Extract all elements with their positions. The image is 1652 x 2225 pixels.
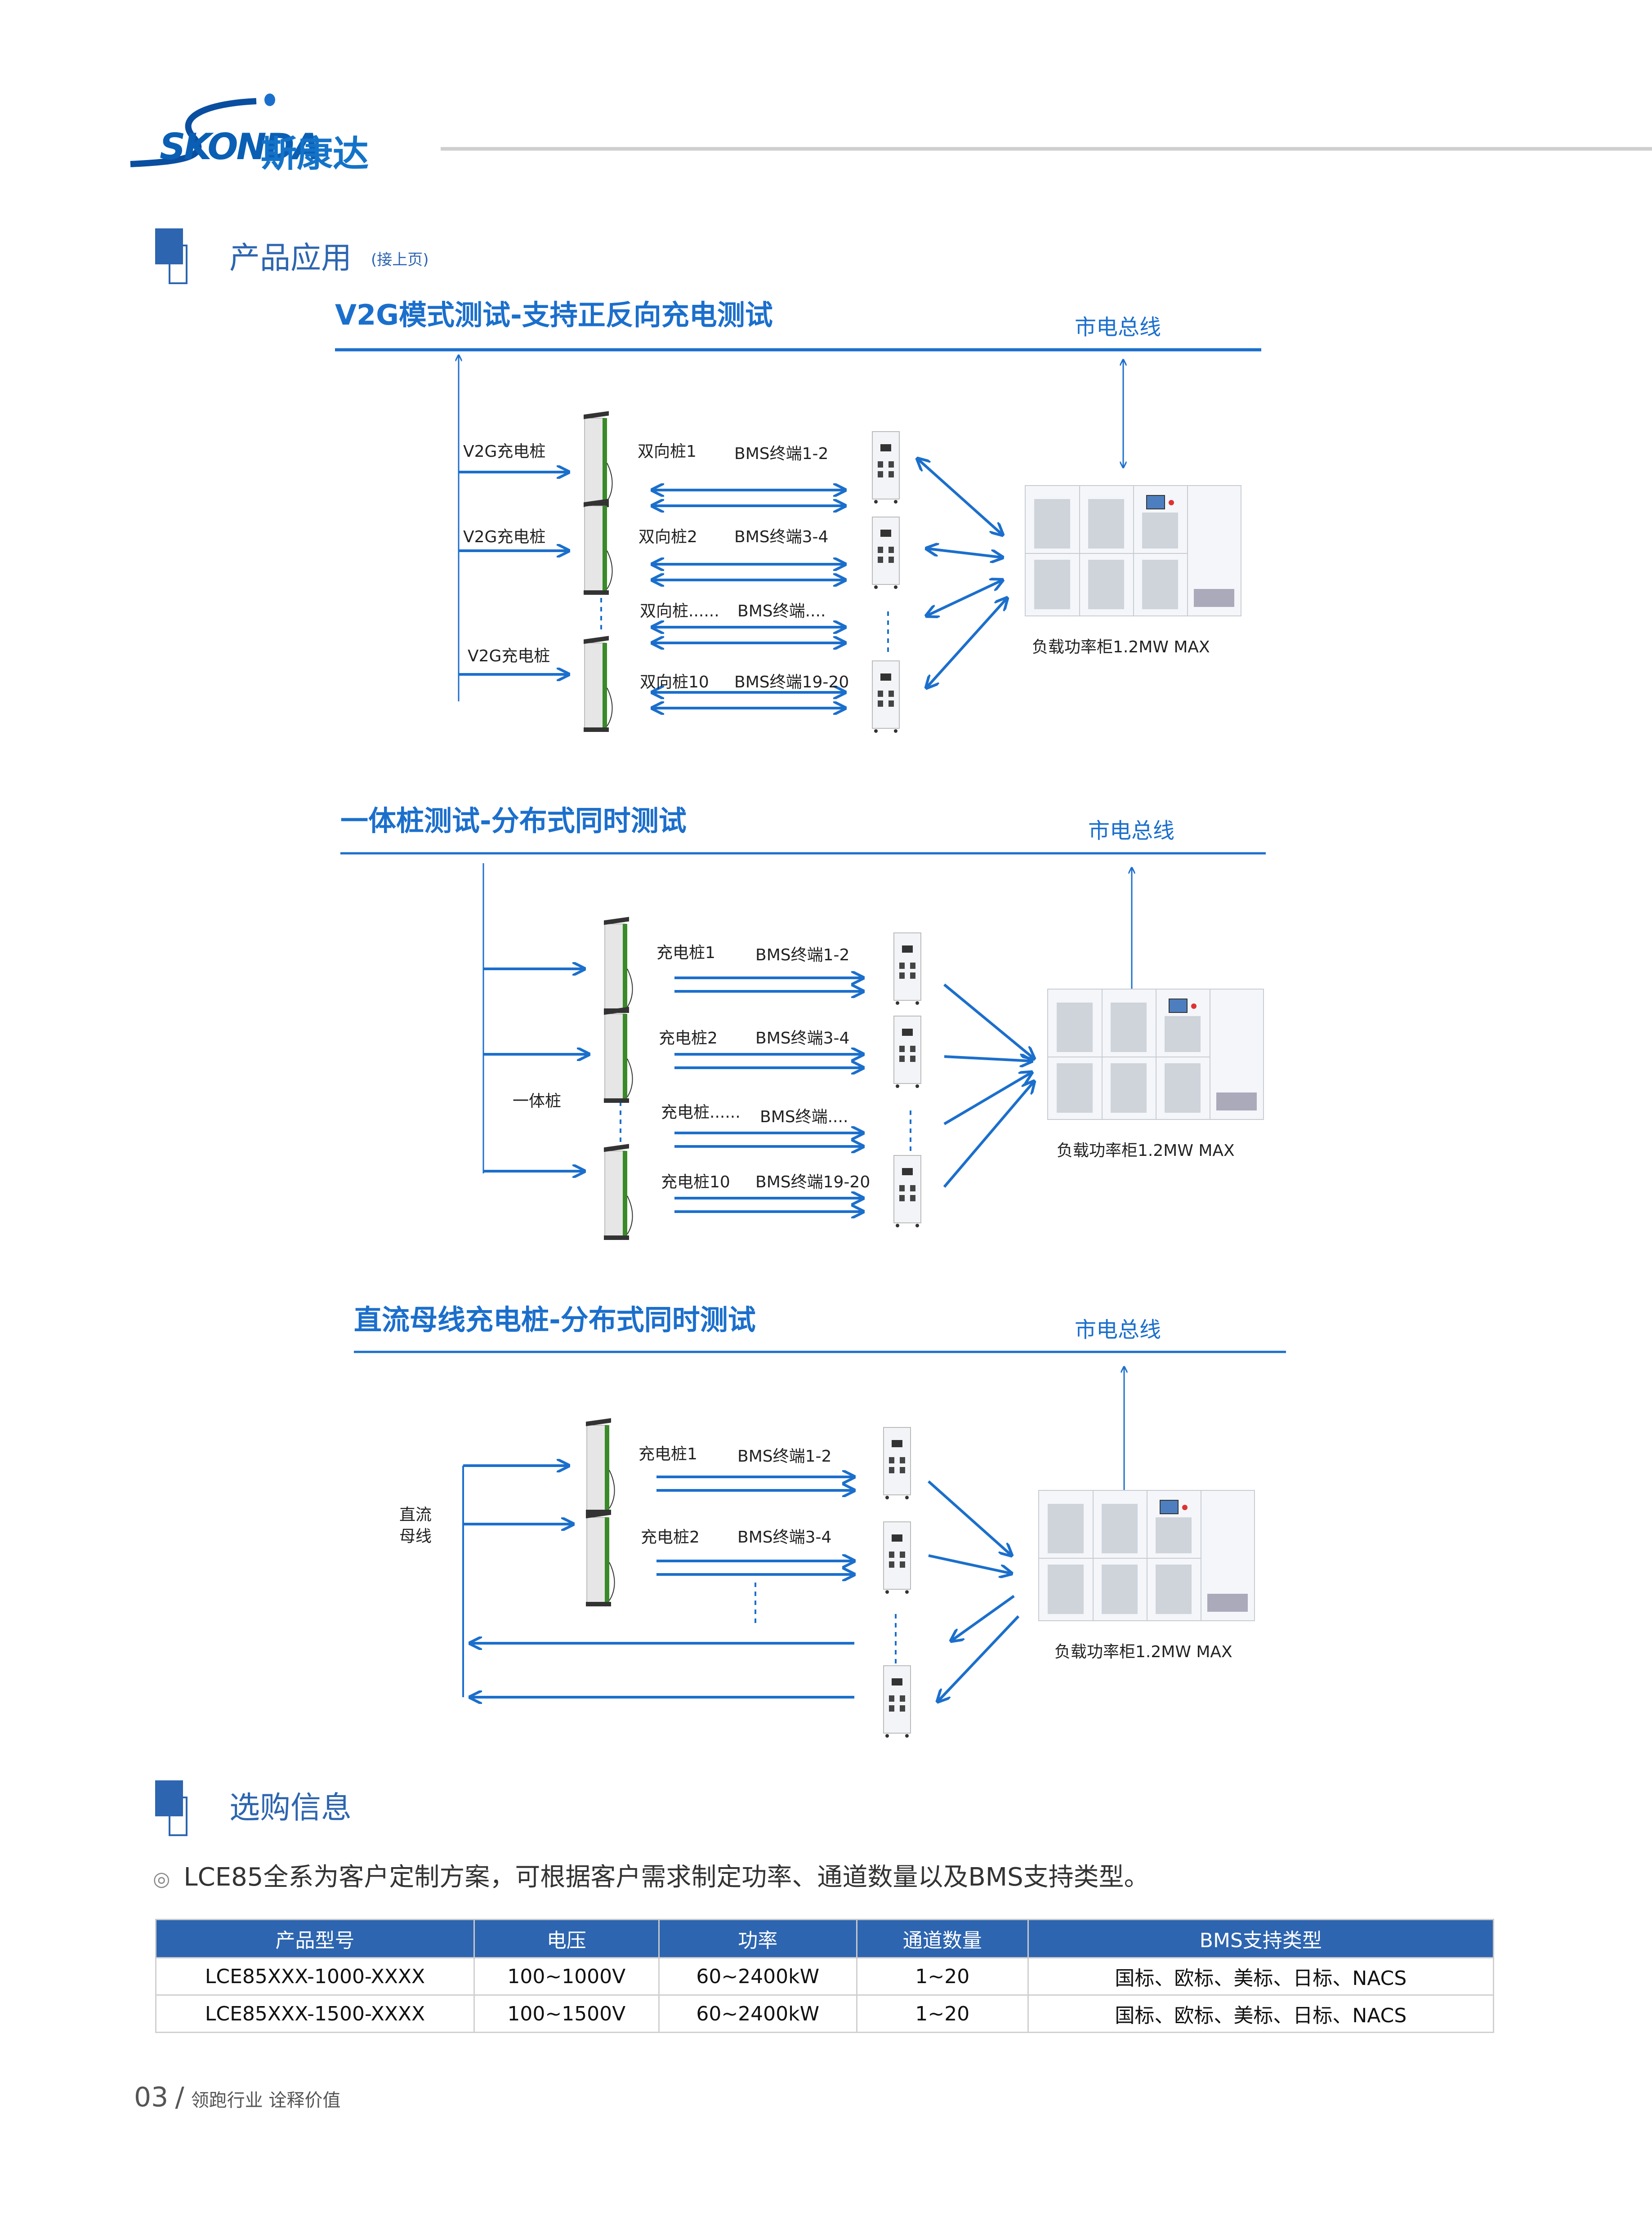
diagram2-pile-label: 充电桩10 <box>661 1173 730 1191</box>
bms-terminal-icon <box>893 932 921 1005</box>
table-header-row: 产品型号 电压 功率 通道数量 BMS支持类型 <box>155 1919 1495 1958</box>
diagram3-pile-label: 充电桩2 <box>641 1528 700 1547</box>
diagram1-title: V2G模式测试-支持正反向充电测试 <box>335 299 773 331</box>
diagram1-left-label: V2G充电桩 <box>463 442 546 461</box>
brand-latin: SKONDA <box>160 126 321 168</box>
diagram2-title: 一体桩测试-分布式同时测试 <box>340 804 687 837</box>
charger-pile-icon <box>583 410 613 508</box>
cell-channels: 1~20 <box>856 1957 1029 1996</box>
charger-pile-icon <box>583 498 613 595</box>
diagram3-bms-label: BMS终端1-2 <box>737 1447 832 1466</box>
diagram1-left-label: V2G充电桩 <box>468 647 550 665</box>
cell-model: LCE85XXX-1000-XXXX <box>155 1957 475 1996</box>
diagram3-bms-label: BMS终端3-4 <box>737 1528 832 1547</box>
diagram1-bms-label: BMS终端3-4 <box>734 528 829 546</box>
col-header: BMS支持类型 <box>1027 1919 1495 1958</box>
charger-pile-icon <box>603 1006 633 1103</box>
diagram1-left-label: V2G充电桩 <box>463 528 546 546</box>
col-header: 功率 <box>658 1919 857 1958</box>
footer-slogan: 领跑行业 诠释价值 <box>191 2090 341 2111</box>
bms-terminal-icon <box>893 1155 921 1228</box>
diagram1-cabinet-label: 负载功率柜1.2MW MAX <box>1032 638 1210 656</box>
section-subtitle: (接上页) <box>371 251 429 269</box>
diagram3-left-label: 母线 <box>399 1527 432 1546</box>
diagram2-bms-label: BMS终端.... <box>760 1108 848 1126</box>
diagram2-bms-label: BMS终端19-20 <box>755 1173 871 1191</box>
bms-terminal-icon <box>893 1016 921 1088</box>
intro-sentence: LCE85全系为客户定制方案，可根据客户需求制定功率、通道数量以及BMS支持类型… <box>183 1863 1149 1892</box>
charger-pile-icon <box>603 1143 633 1240</box>
footer-separator: / <box>175 2082 184 2113</box>
diagram2-pile-label: 充电桩1 <box>656 944 715 962</box>
spec-table: 产品型号 电压 功率 通道数量 BMS支持类型 LCE85XXX-1000-XX… <box>155 1919 1495 2033</box>
cell-voltage: 100~1500V <box>473 1994 660 2033</box>
diagram3-bus-label: 市电总线 <box>1075 1317 1161 1342</box>
bms-terminal-icon <box>883 1665 911 1738</box>
diagram1-bms-label: BMS终端19-20 <box>734 673 849 691</box>
cell-power: 60~2400kW <box>658 1994 857 2033</box>
charger-pile-icon <box>603 916 633 1013</box>
bms-terminal-icon <box>883 1521 911 1594</box>
header-divider <box>441 147 1652 151</box>
cell-bms-types: 国标、欧标、美标、日标、NACS <box>1027 1994 1495 2033</box>
diagram1-bms-label: BMS终端.... <box>737 602 826 620</box>
diagram1-pile-label: 双向桩10 <box>640 673 709 691</box>
bms-terminal-icon <box>872 660 900 733</box>
cell-model: LCE85XXX-1500-XXXX <box>155 1994 475 2033</box>
load-cabinet-icon <box>1025 485 1241 616</box>
cell-power: 60~2400kW <box>658 1957 857 1996</box>
cell-bms-types: 国标、欧标、美标、日标、NACS <box>1027 1957 1495 1996</box>
diagram1-bus-label: 市电总线 <box>1075 315 1161 340</box>
charger-pile-icon <box>585 1418 615 1515</box>
diagram3-cabinet-label: 负载功率柜1.2MW MAX <box>1054 1643 1232 1661</box>
cell-voltage: 100~1000V <box>473 1957 660 1996</box>
brand-logo: SKONDA 斯康达 <box>126 90 396 175</box>
circle-bullet-icon: ◎ <box>153 1868 170 1891</box>
col-header: 电压 <box>473 1919 660 1958</box>
charger-pile-icon <box>583 635 613 732</box>
page-number: 03 <box>134 2082 169 2113</box>
diagram2-bms-label: BMS终端1-2 <box>755 946 850 964</box>
load-cabinet-icon <box>1038 1490 1255 1621</box>
diagram3-left-label: 直流 <box>399 1506 432 1524</box>
page-footer: 03 / 领跑行业 诠释价值 <box>134 2082 340 2113</box>
intro-text: ◎ LCE85全系为客户定制方案，可根据客户需求制定功率、通道数量以及BMS支持类… <box>153 1857 1149 1893</box>
diagram1-pile-label: 双向桩...... <box>640 602 719 620</box>
cell-channels: 1~20 <box>856 1994 1029 2033</box>
diagram2-bus-label: 市电总线 <box>1088 818 1175 843</box>
section-marker-icon <box>155 1780 205 1836</box>
col-header: 通道数量 <box>856 1919 1029 1958</box>
section-marker-icon <box>155 228 205 284</box>
section-title-purchase-info: 选购信息 <box>229 1790 352 1826</box>
load-cabinet-icon <box>1047 989 1264 1120</box>
diagram2-pile-label: 充电桩2 <box>659 1029 718 1048</box>
col-header: 产品型号 <box>155 1919 475 1958</box>
bms-terminal-icon <box>872 431 900 504</box>
diagram1-pile-label: 双向桩2 <box>638 528 697 546</box>
diagram2-cabinet-label: 负载功率柜1.2MW MAX <box>1057 1141 1235 1160</box>
diagram1-pile-label: 双向桩1 <box>638 442 697 461</box>
bms-terminal-icon <box>883 1427 911 1500</box>
bms-terminal-icon <box>872 517 900 589</box>
diagram2-bms-label: BMS终端3-4 <box>755 1029 850 1048</box>
brand-cn: 斯康达 <box>261 133 369 175</box>
logo-swoosh-icon <box>130 94 275 167</box>
diagram2-left-label: 一体桩 <box>513 1092 562 1110</box>
section-title-product-application: 产品应用 <box>229 241 352 276</box>
table-row: LCE85XXX-1000-XXXX 100~1000V 60~2400kW 1… <box>155 1957 1495 1996</box>
diagram3-pile-label: 充电桩1 <box>638 1445 697 1463</box>
diagram3-title: 直流母线充电桩-分布式同时测试 <box>354 1303 756 1336</box>
diagram2-pile-label: 充电桩...... <box>661 1103 741 1122</box>
table-row: LCE85XXX-1500-XXXX 100~1500V 60~2400kW 1… <box>155 1994 1495 2033</box>
diagram1-bms-label: BMS终端1-2 <box>734 445 829 463</box>
charger-pile-icon <box>585 1510 615 1607</box>
